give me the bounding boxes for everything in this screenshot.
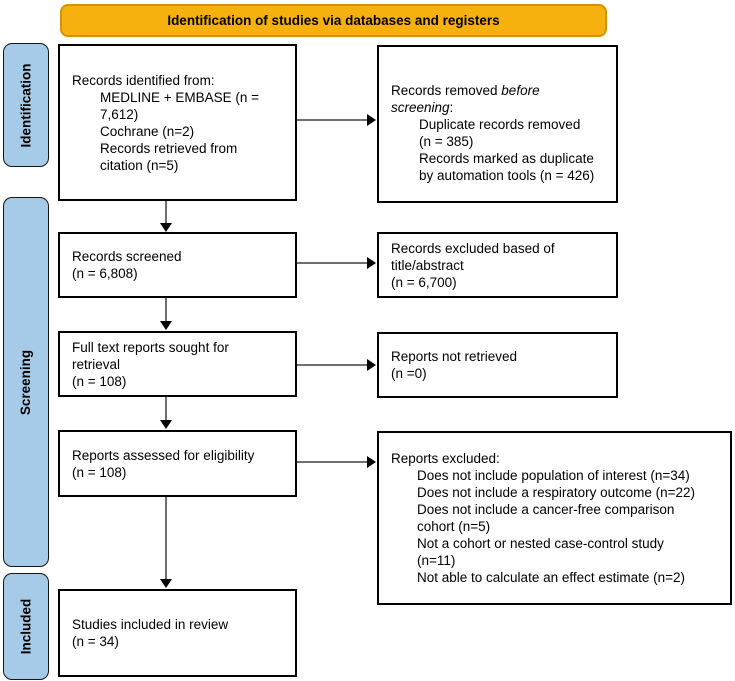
box-records-excluded-title-abstract: Records excluded based of title/abstract… [377,232,618,298]
box-records-excluded-text: Records excluded based of title/abstract… [391,240,555,290]
arrow-down-screened-to-fulltext [160,298,172,330]
box-records-identified: Records identified from: MEDLINE + EMBAS… [58,44,297,201]
box-records-removed-items: Duplicate records removed (n = 385)Recor… [391,116,604,184]
stage-label-screening: Screening [3,197,49,567]
box-records-identified-title: Records identified from: [72,72,215,88]
box-studies-included: Studies included in review (n = 34) [58,589,297,677]
arrow-right-screened-to-excluded [297,257,376,269]
arrow-right-identified-to-removed [297,114,376,126]
box-fulltext-sought: Full text reports sought for retrieval (… [58,331,297,397]
arrow-down-assessed-to-included [160,497,172,588]
diagram-title-banner: Identification of studies via databases … [60,4,607,37]
box-records-removed-title: Records removed before screening: [391,65,604,116]
box-reports-excluded: Reports excluded: Does not include popul… [377,431,732,605]
box-fulltext-sought-text: Full text reports sought for retrieval (… [72,339,229,389]
arrow-down-fulltext-to-assessed [160,397,172,429]
box-records-screened: Records screened (n = 6,808) [58,232,297,298]
box-reports-assessed: Reports assessed for eligibility (n = 10… [58,430,297,497]
stage-label-included: Included [3,573,49,680]
stage-label-included-text: Included [18,598,34,655]
box-reports-assessed-text: Reports assessed for eligibility (n = 10… [72,447,255,480]
box-records-identified-items: MEDLINE + EMBASE (n = 7,612)Cochrane (n=… [72,89,283,174]
box-item: Cochrane (n=2) [100,123,195,139]
diagram-title: Identification of studies via databases … [167,13,500,28]
title-prefix: Records removed [391,82,502,98]
box-reports-excluded-items: Does not include population of interest … [391,467,718,586]
box-item: Records retrieved from citation (n=5) [100,140,238,173]
box-item: Does not include population of interest … [417,468,690,483]
title-italic: before screening [391,82,540,115]
box-item: Does not include a cancer-free compariso… [417,502,675,534]
box-item: Not a cohort or nested case-control stud… [417,536,664,568]
arrow-right-assessed-to-excluded [297,456,376,468]
box-item: MEDLINE + EMBASE (n = 7,612) [100,89,260,122]
arrow-right-fulltext-to-notretrieved [297,359,376,371]
title-suffix: : [449,99,454,115]
box-reports-not-retrieved-text: Reports not retrieved (n =0) [391,349,518,381]
stage-label-screening-text: Screening [18,349,34,415]
box-records-screened-text: Records screened (n = 6,808) [72,249,182,281]
box-studies-included-text: Studies included in review (n = 34) [72,617,229,649]
box-records-removed: Records removed before screening: Duplic… [377,45,618,203]
box-item: Records marked as duplicate by automatio… [419,150,595,183]
box-item: Not able to calculate an effect estimate… [417,570,686,585]
box-reports-excluded-title: Reports excluded: [391,451,500,466]
box-item: Does not include a respiratory outcome (… [417,485,696,500]
box-item: Duplicate records removed (n = 385) [419,116,581,149]
box-reports-not-retrieved: Reports not retrieved (n =0) [377,332,618,398]
stage-label-identification-text: Identification [18,63,34,147]
arrow-down-identified-to-screened [160,201,172,232]
stage-label-identification: Identification [3,43,49,167]
